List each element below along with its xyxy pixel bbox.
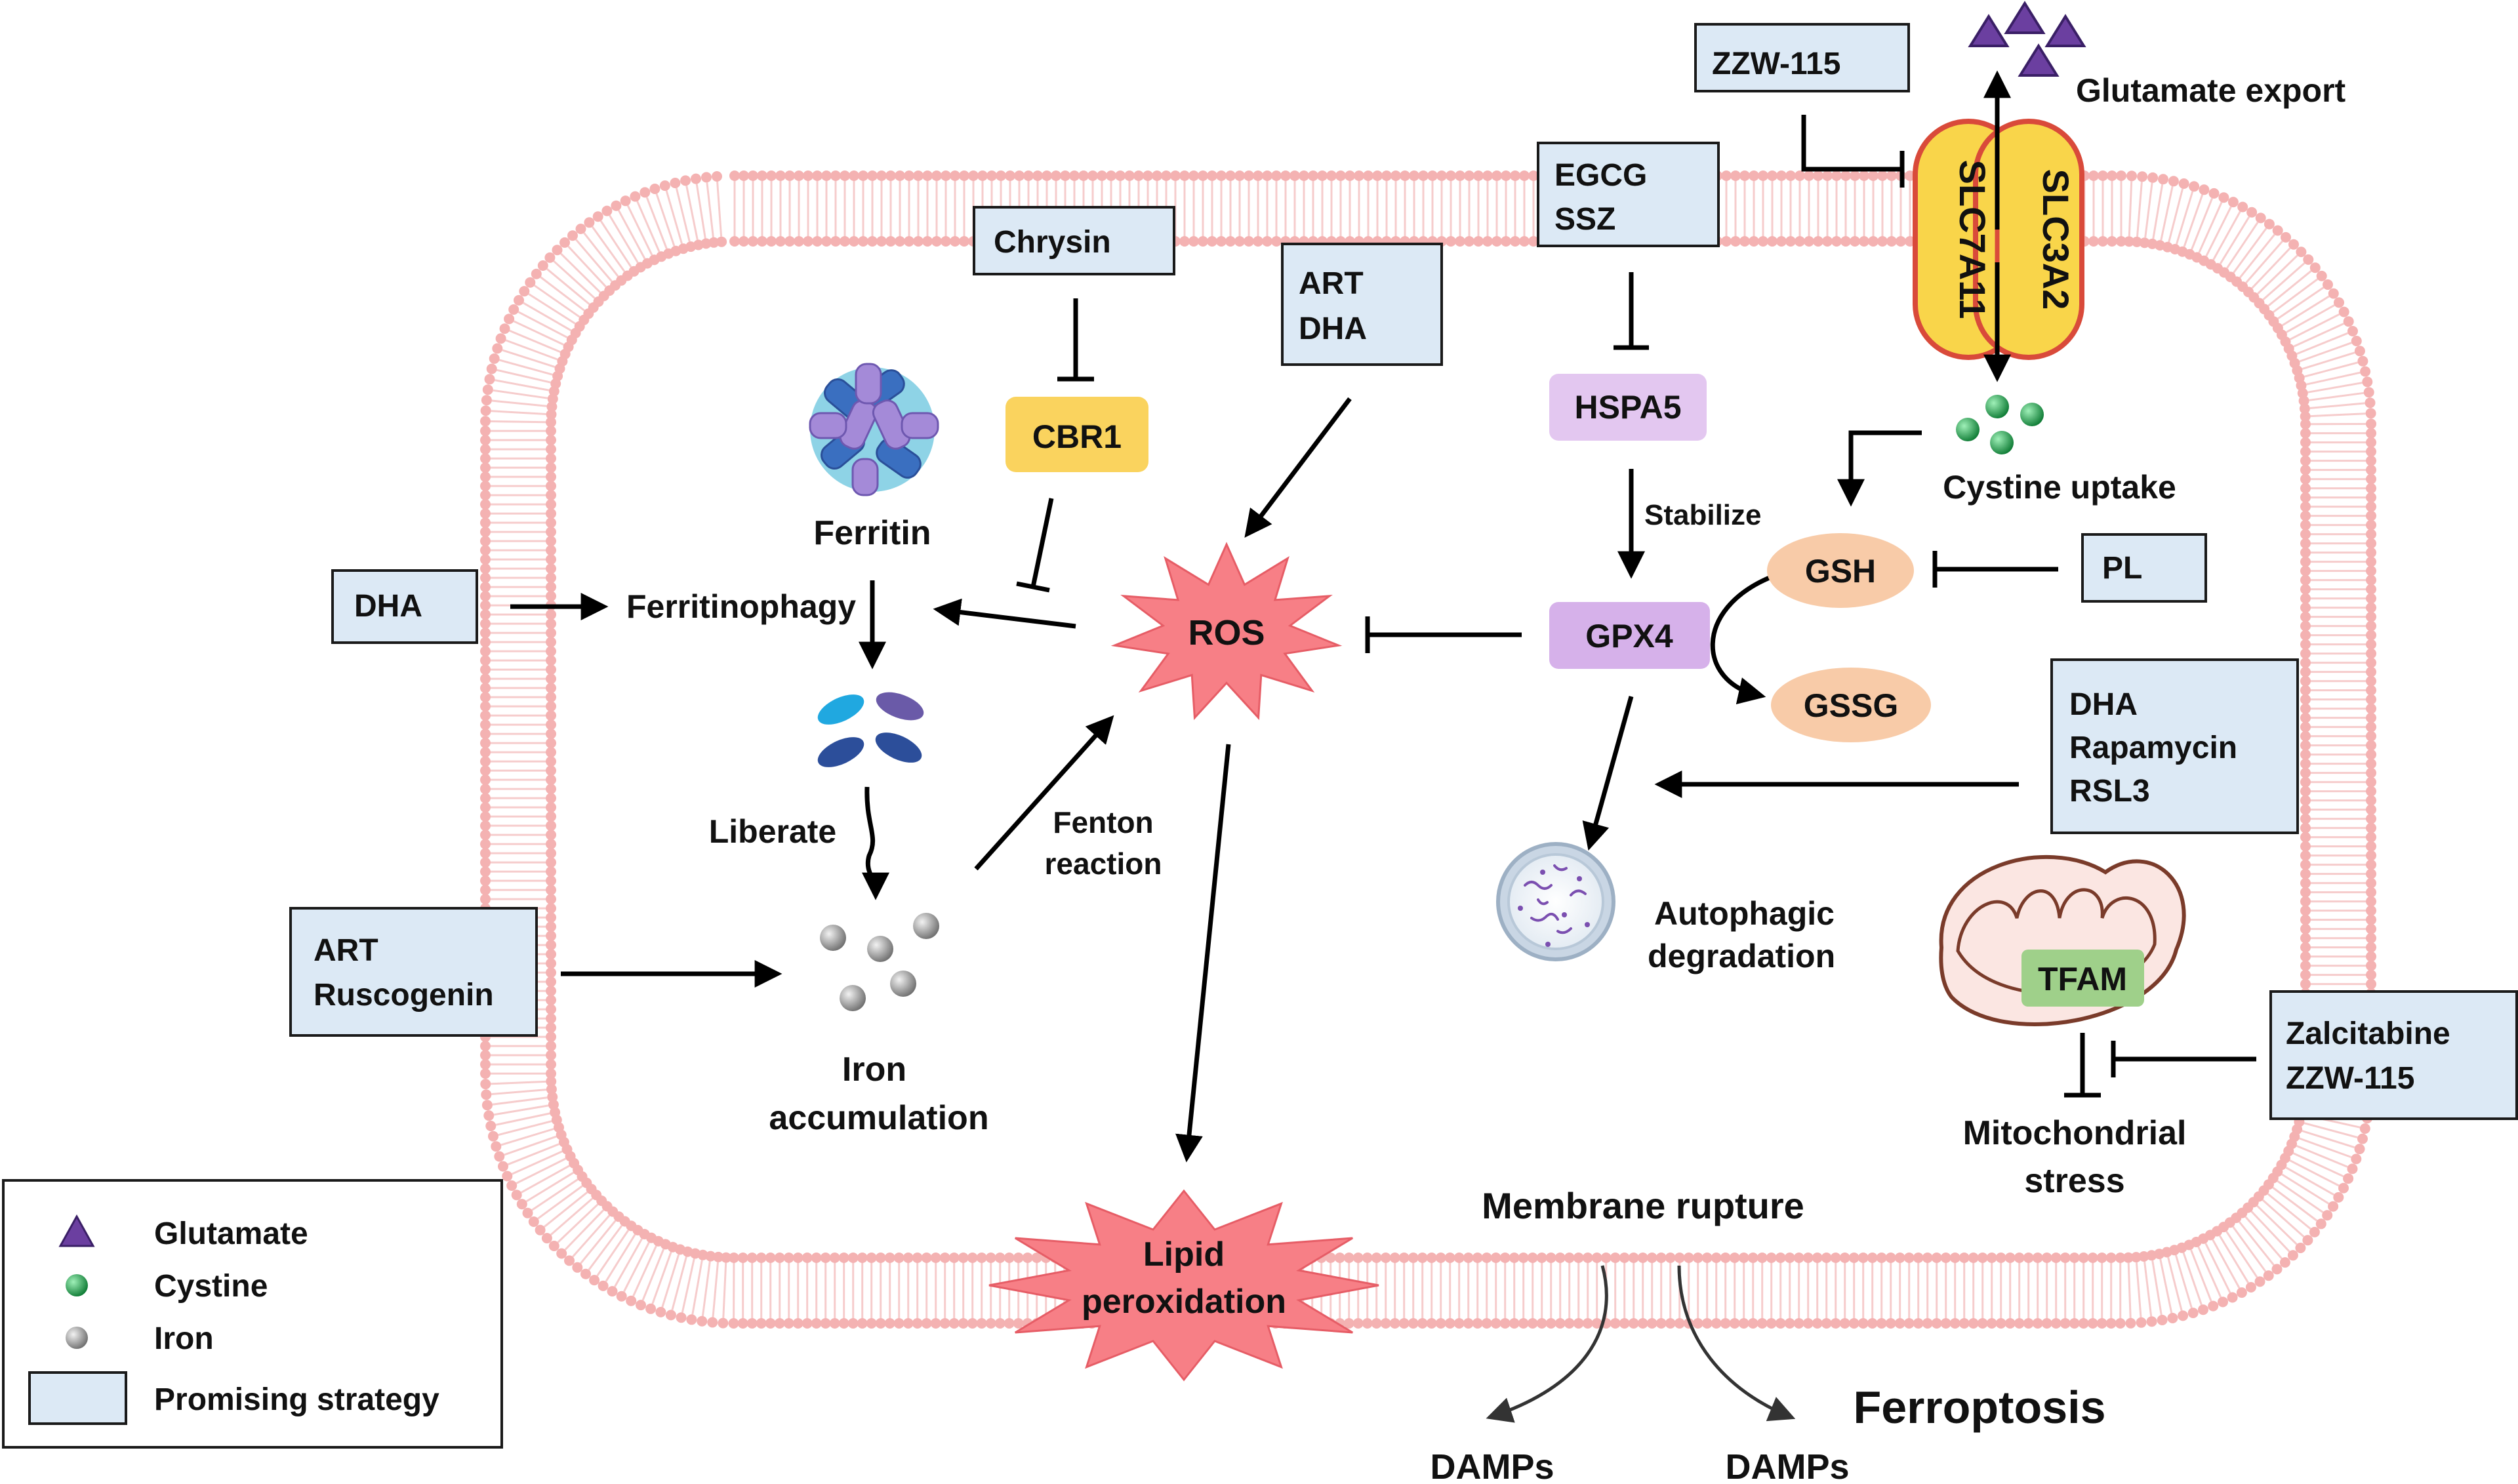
strategy-box-zalcitabine-zzw: Zalcitabine ZZW-115 [2269, 990, 2518, 1120]
cystine-uptake-label: Cystine uptake [1943, 469, 2176, 506]
strategy-item: Chrysin [994, 225, 1111, 260]
membrane-rupture-label: Membrane rupture [1482, 1185, 1804, 1226]
lipid-peroxidation-label: peroxidation [1082, 1283, 1286, 1321]
cystine-dot-icon [2020, 403, 2044, 426]
strategy-box-egcg-ssz: EGCG SSZ [1537, 142, 1720, 247]
autophagic-degradation-label: Autophagic [1654, 895, 1835, 932]
strategy-item: Zalcitabine [2286, 1016, 2450, 1051]
damps-right-label: DAMPs [1725, 1447, 1849, 1484]
green-dot-icon [66, 1274, 88, 1296]
ferritin-label: Ferritin [813, 514, 931, 552]
strategy-item: DHA [354, 589, 422, 624]
legend: Glutamate Cystine Iron Promising strateg… [2, 1179, 503, 1449]
autophagic-degradation-label: degradation [1648, 938, 1835, 974]
iron-dot-icon [867, 936, 893, 962]
iron-dot-icon [890, 971, 916, 997]
strategy-item: Ruscogenin [314, 978, 494, 1013]
glutamate-triangle-icon [2044, 14, 2086, 47]
strategy-item: DHA [1299, 311, 1367, 346]
fenton-reaction-label: Fenton [1053, 805, 1153, 839]
strategy-item: Rapamycin [2069, 731, 2237, 765]
lipid-peroxidation-node: Lipid peroxidation [988, 1189, 1379, 1382]
cbr1-label: CBR1 [1032, 418, 1122, 455]
iron-dot-icon [840, 985, 866, 1011]
gssg-node: GSSG [1771, 668, 1931, 742]
strategy-item: SSZ [1554, 202, 1615, 237]
strategy-box-pl: PL [2081, 533, 2207, 603]
strategy-box-art-dha: ART DHA [1281, 243, 1443, 366]
iron-dot-icon [820, 925, 846, 951]
strategy-box-dha-left: DHA [331, 569, 478, 644]
strategy-box-chrysin: Chrysin [973, 206, 1175, 275]
stabilize-label: Stabilize [1644, 499, 1762, 531]
strategy-box-zzw-top: ZZW-115 [1694, 23, 1910, 92]
iron-accumulation-label: accumulation [769, 1099, 988, 1137]
cystine-dot-icon [1990, 431, 2014, 454]
strategy-item: PL [2102, 551, 2142, 586]
strategy-item: ZZW-115 [2286, 1061, 2414, 1096]
gsh-node: GSH [1767, 533, 1914, 608]
cystine-dot-icon [1956, 418, 1980, 441]
glutamate-export-label: Glutamate export [2076, 72, 2346, 109]
mitochondrial-stress-label: stress [2024, 1162, 2124, 1200]
glutamate-triangle-icon [2018, 43, 2060, 77]
strategy-item: ART [314, 933, 378, 968]
cystine-dot-icon [1985, 395, 2009, 418]
legend-label: Glutamate [154, 1216, 308, 1251]
fenton-reaction-label: reaction [1045, 847, 1162, 881]
hspa5-label: HSPA5 [1574, 389, 1681, 426]
mitochondrial-stress-label: Mitochondrial [1963, 1114, 2187, 1152]
hspa5-node: HSPA5 [1549, 374, 1707, 441]
lipid-peroxidation-label: Lipid [1143, 1235, 1225, 1273]
slc3a2-label: SLC3A2 [2035, 169, 2077, 310]
grey-dot-icon [66, 1327, 88, 1349]
gpx4-node: GPX4 [1549, 602, 1710, 669]
ros-node: ROS [1110, 542, 1343, 721]
triangle-icon [58, 1214, 95, 1247]
liberate-label: Liberate [709, 813, 837, 850]
iron-accumulation-label: Iron [842, 1051, 906, 1089]
strategy-item: DHA [2069, 687, 2138, 722]
glutamate-molecules [1968, 1, 2086, 77]
cystine-molecules [1956, 395, 2044, 454]
strategy-item: RSL3 [2069, 774, 2150, 809]
legend-label: Cystine [154, 1269, 268, 1304]
strategy-item: ZZW-115 [1712, 47, 1840, 81]
gsh-label: GSH [1805, 553, 1876, 590]
glutamate-triangle-icon [2004, 1, 2046, 34]
slc7a11-label: SLC7A11 [1952, 160, 1993, 319]
gpx4-label: GPX4 [1585, 618, 1673, 654]
legend-label: Iron [154, 1321, 214, 1356]
ferritin-fragments-icon [817, 692, 924, 767]
autophagosome-icon [1496, 842, 1615, 961]
ferroptosis-label: Ferroptosis [1853, 1382, 2105, 1433]
tfam-label: TFAM [2038, 961, 2127, 997]
cbr1-node: CBR1 [1005, 397, 1148, 472]
gssg-label: GSSG [1804, 687, 1898, 724]
strategy-box-dha-rapamycin-rsl3: DHA Rapamycin RSL3 [2050, 658, 2299, 834]
slc7a11-slc3a2-transporter: SLC7A11 SLC3A2 [1913, 70, 2084, 382]
strategy-box-art-ruscogenin: ART Ruscogenin [289, 907, 538, 1037]
iron-particles [820, 913, 939, 1011]
ferritin-icon [809, 363, 939, 496]
box-icon [28, 1371, 127, 1425]
strategy-item: ART [1299, 266, 1364, 301]
legend-label: Promising strategy [154, 1382, 439, 1417]
damps-left-label: DAMPs [1430, 1447, 1554, 1484]
ros-label: ROS [1188, 613, 1265, 652]
strategy-item: EGCG [1554, 158, 1647, 193]
glutamate-triangle-icon [1968, 14, 2010, 47]
ferritinophagy-label: Ferritinophagy [626, 588, 856, 625]
tfam-node: TFAM [2021, 950, 2144, 1007]
iron-dot-icon [913, 913, 939, 939]
